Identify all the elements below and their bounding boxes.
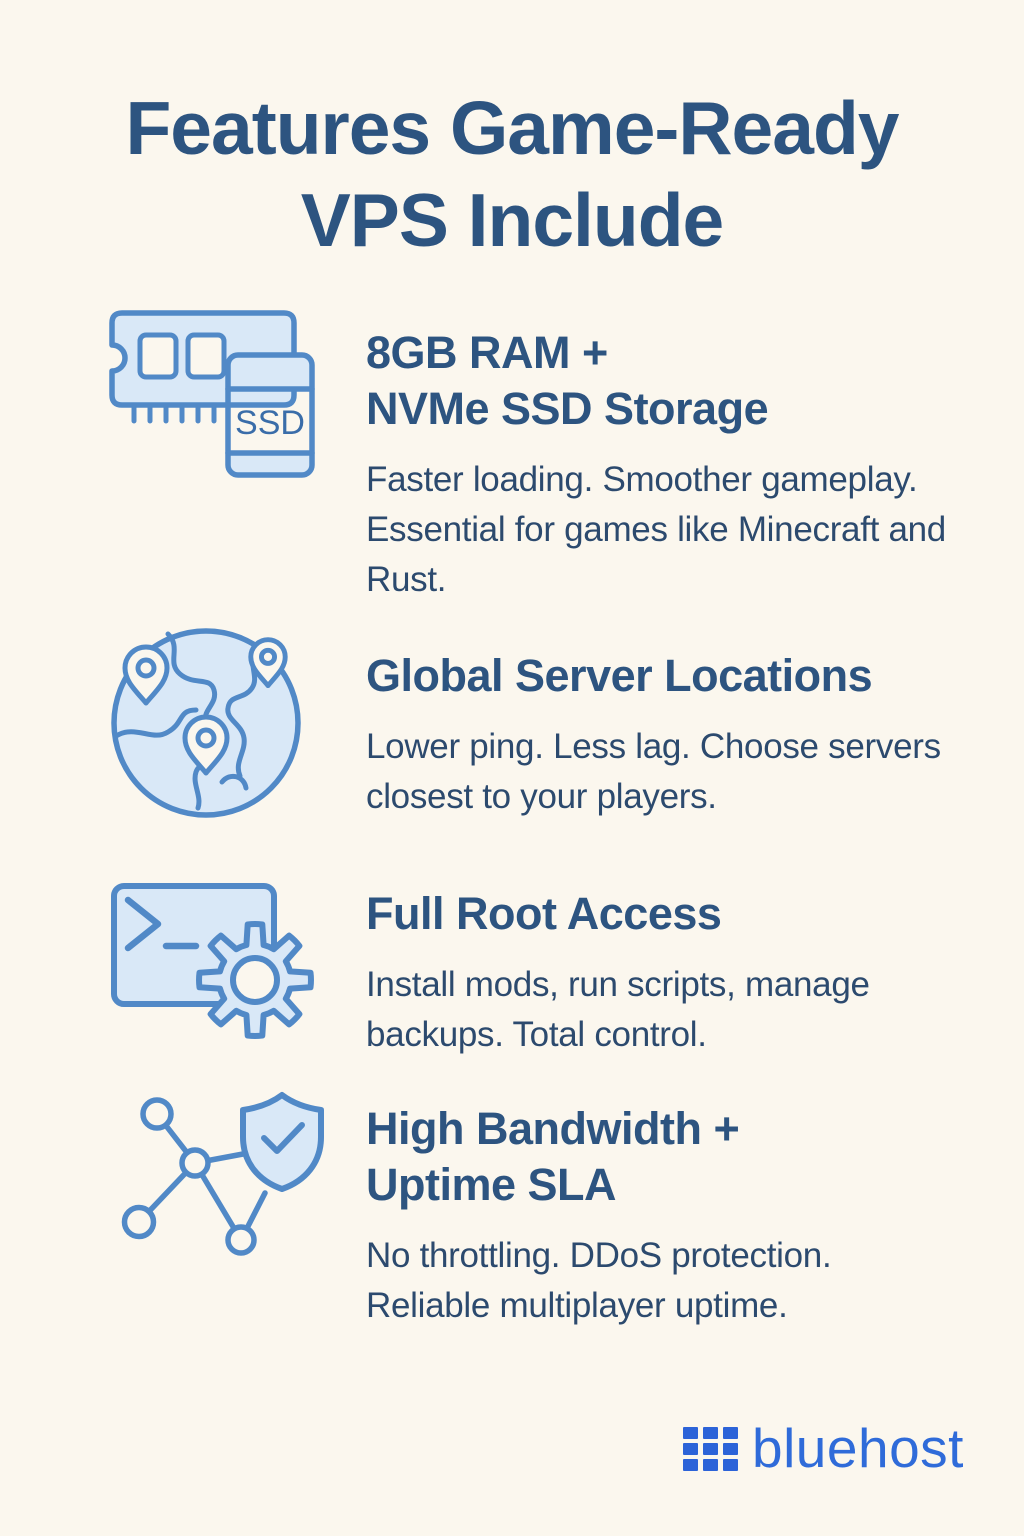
feature-heading: Global Server Locations <box>366 650 873 701</box>
shield-check-icon <box>240 1092 324 1192</box>
feature-text: Full Root Access Install mods, run scrip… <box>366 886 986 1060</box>
bluehost-grid-icon <box>683 1426 738 1471</box>
feature-description: Install mods, run scripts, manage backup… <box>366 965 870 1054</box>
bluehost-wordmark: bluehost <box>752 1417 964 1479</box>
feature-text: High Bandwidth + Uptime SLA No throttlin… <box>366 1101 986 1331</box>
ram-pins <box>131 402 217 424</box>
globe-pins-icon <box>111 628 301 818</box>
page-title-line: VPS Include <box>300 178 724 262</box>
terminal-prompt <box>124 896 200 952</box>
feature-text: Global Server Locations Lower ping. Less… <box>366 648 986 822</box>
ssd-label: SSD <box>235 404 305 442</box>
map-pin-icon <box>122 644 170 706</box>
terminal-gear-icon <box>111 883 314 1039</box>
checkmark-icon <box>261 1122 305 1154</box>
feature-description: Faster loading. Smoother gameplay. Essen… <box>366 460 946 599</box>
page-title: Features Game-Ready VPS Include <box>0 82 1024 266</box>
feature-description: Lower ping. Less lag. Choose servers clo… <box>366 727 941 816</box>
map-pin-icon <box>248 637 288 689</box>
network-shield-icon <box>121 1092 324 1256</box>
page-title-line: Features Game-Ready <box>125 86 899 170</box>
feature-description: No throttling. DDoS protection. Reliable… <box>366 1236 832 1325</box>
feature-text: 8GB RAM + NVMe SSD Storage Faster loadin… <box>366 325 986 605</box>
map-pin-icon <box>182 714 230 776</box>
feature-heading: 8GB RAM + NVMe SSD Storage <box>366 327 769 434</box>
ram-ssd-icon: SSD <box>109 310 315 478</box>
feature-heading: High Bandwidth + Uptime SLA <box>366 1103 740 1210</box>
network-nodes <box>121 1097 257 1256</box>
feature-heading: Full Root Access <box>366 888 722 939</box>
bluehost-logo: bluehost <box>683 1421 964 1476</box>
